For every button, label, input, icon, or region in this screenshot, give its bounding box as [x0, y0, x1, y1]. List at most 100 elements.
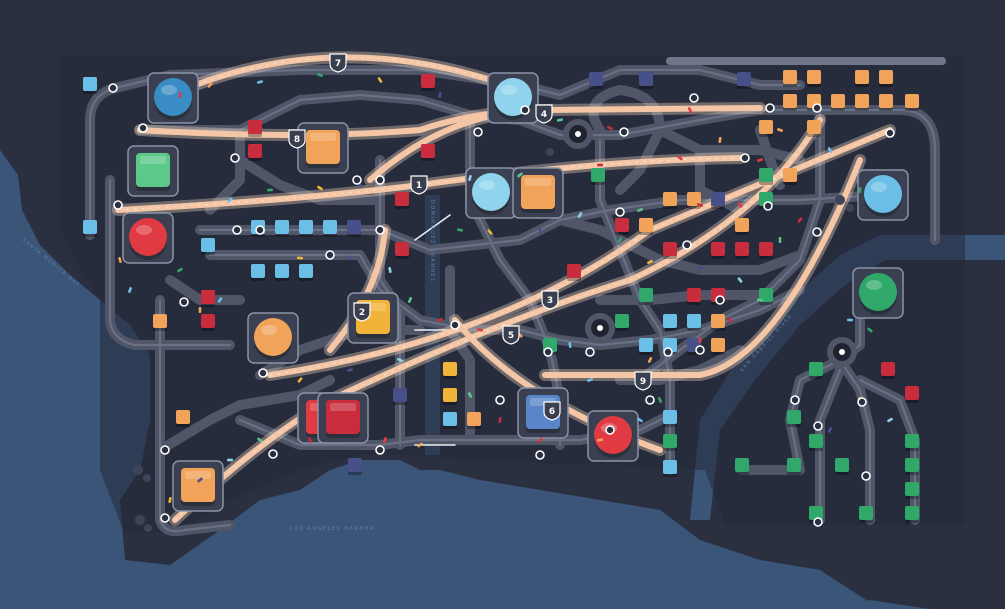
- junction-node[interactable]: [232, 225, 242, 235]
- house-navy: [737, 72, 751, 89]
- car: [727, 317, 733, 323]
- highlight: [185, 471, 211, 479]
- junction-node[interactable]: [857, 397, 867, 407]
- highway-shield-4[interactable]: 4: [535, 104, 553, 124]
- junction-node[interactable]: [812, 227, 822, 237]
- house-block: [275, 264, 289, 278]
- junction-node[interactable]: [230, 153, 240, 163]
- house-crimson: [248, 144, 262, 161]
- car: [687, 107, 693, 113]
- junction-node[interactable]: [160, 445, 170, 455]
- junction-node[interactable]: [375, 445, 385, 455]
- highway-shield-9[interactable]: 9: [634, 371, 652, 391]
- house-sky: [251, 264, 265, 281]
- highlight: [261, 325, 277, 335]
- car: [256, 80, 264, 84]
- house-block: [639, 288, 653, 302]
- house-block: [809, 434, 823, 448]
- junction-node[interactable]: [375, 175, 385, 185]
- car: [737, 202, 743, 208]
- car: [217, 297, 223, 303]
- junction-node[interactable]: [615, 207, 625, 217]
- house-block: [735, 458, 749, 472]
- car: [637, 417, 643, 423]
- car: [698, 336, 702, 344]
- highway-shield-6[interactable]: 6: [543, 401, 561, 421]
- house-block: [787, 458, 801, 472]
- car: [467, 392, 473, 398]
- junction-node[interactable]: [520, 105, 530, 115]
- car: [737, 277, 743, 283]
- junction-node[interactable]: [813, 517, 823, 527]
- house-orange: [831, 94, 845, 111]
- junction-node[interactable]: [258, 368, 268, 378]
- junction-node[interactable]: [812, 103, 822, 113]
- junction-node[interactable]: [689, 93, 699, 103]
- junction-node[interactable]: [375, 225, 385, 235]
- junction-node[interactable]: [715, 295, 725, 305]
- house-block: [615, 314, 629, 328]
- junction-node[interactable]: [108, 83, 118, 93]
- car: [476, 328, 484, 332]
- car: [437, 317, 443, 323]
- highway-shield-8[interactable]: 8: [288, 129, 306, 149]
- house-block: [687, 192, 701, 206]
- house-block: [443, 412, 457, 426]
- junction-node[interactable]: [663, 347, 673, 357]
- car: [417, 442, 423, 448]
- house-green: [809, 362, 823, 379]
- junction-node[interactable]: [450, 320, 460, 330]
- car: [308, 437, 312, 443]
- house-sky: [663, 410, 677, 427]
- house-block: [737, 72, 751, 86]
- house-orange: [639, 218, 653, 235]
- junction-node[interactable]: [605, 425, 615, 435]
- highway-shield-2[interactable]: 2: [353, 302, 371, 322]
- car: [778, 236, 782, 244]
- junction-node[interactable]: [695, 345, 705, 355]
- highway-shield-7[interactable]: 7: [329, 53, 347, 73]
- junction-node[interactable]: [535, 450, 545, 460]
- house-crimson: [615, 218, 629, 235]
- junction-node[interactable]: [861, 471, 871, 481]
- junction-node[interactable]: [543, 347, 553, 357]
- car: [197, 477, 203, 483]
- junction-node[interactable]: [619, 127, 629, 137]
- junction-node[interactable]: [765, 103, 775, 113]
- highway-shield-1[interactable]: 1: [410, 175, 428, 195]
- junction-node[interactable]: [585, 347, 595, 357]
- house-block: [787, 410, 801, 424]
- junction-node[interactable]: [495, 395, 505, 405]
- house-orange: [879, 70, 893, 87]
- junction-node[interactable]: [352, 175, 362, 185]
- junction-node[interactable]: [473, 127, 483, 137]
- junction-node[interactable]: [325, 250, 335, 260]
- house-block: [421, 74, 435, 88]
- junction-node[interactable]: [763, 201, 773, 211]
- junction-node[interactable]: [268, 449, 278, 459]
- junction-node[interactable]: [885, 128, 895, 138]
- junction-nodes[interactable]: [108, 83, 895, 527]
- highway-shields[interactable]: 7 8 4 1 2 3 5 9: [288, 53, 652, 421]
- junction-node[interactable]: [255, 225, 265, 235]
- highway-shield-3[interactable]: 3: [541, 290, 559, 310]
- junction-node[interactable]: [740, 153, 750, 163]
- highway-shield-5[interactable]: 5: [502, 325, 520, 345]
- junction-node[interactable]: [682, 240, 692, 250]
- house-green: [905, 458, 919, 475]
- house-block: [395, 242, 409, 256]
- junction-node[interactable]: [790, 395, 800, 405]
- junction-node[interactable]: [138, 123, 148, 133]
- house-block: [783, 168, 797, 182]
- car: [537, 437, 543, 443]
- junction-node[interactable]: [645, 395, 655, 405]
- house-block: [807, 120, 821, 134]
- roundabouts: [563, 119, 857, 367]
- junction-node[interactable]: [113, 200, 123, 210]
- highway-number: 1: [416, 181, 422, 191]
- junction-node[interactable]: [179, 297, 189, 307]
- junction-node[interactable]: [813, 421, 823, 431]
- junction-node[interactable]: [160, 513, 170, 523]
